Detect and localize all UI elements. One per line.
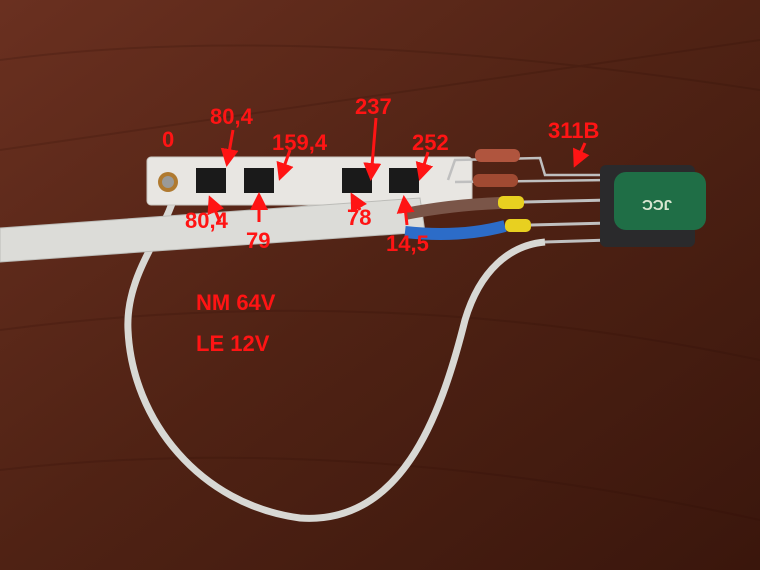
led-chip-3 <box>342 168 372 193</box>
resistor-1 <box>475 149 520 162</box>
ferrule-brown <box>498 196 524 209</box>
resistor-lead <box>446 156 610 181</box>
label-d2-bottom: 79 <box>246 228 270 253</box>
capacitor <box>614 172 706 230</box>
thin-white-wire <box>124 181 546 522</box>
wood-grain <box>0 39 760 521</box>
label-d4-bottom: 14,5 <box>386 231 429 256</box>
label-d3-bottom: 78 <box>347 205 371 230</box>
led-chip-1 <box>196 168 226 193</box>
annotation-arrows <box>207 117 590 226</box>
solder-joint <box>162 176 174 188</box>
label-d4-top: 252 <box>412 130 449 155</box>
led-chip-2 <box>244 168 274 193</box>
label-d3-top: 237 <box>355 94 392 119</box>
ferrule-blue <box>505 219 531 232</box>
label-supply: 311B <box>548 118 599 143</box>
label-ground: 0 <box>162 127 174 152</box>
note-line-1: NM 64V <box>196 290 276 315</box>
resistor-2 <box>473 174 518 187</box>
blue-wire <box>404 220 507 240</box>
capacitor-marking: JCC <box>642 196 672 213</box>
label-d2-right: 159,4 <box>272 130 328 155</box>
label-d1-top: 80,4 <box>210 104 254 129</box>
led-chip-4 <box>389 168 419 193</box>
label-d1-bottom: 80,4 <box>185 208 229 233</box>
pin-leads <box>523 198 611 244</box>
note-line-2: LE 12V <box>196 331 270 356</box>
